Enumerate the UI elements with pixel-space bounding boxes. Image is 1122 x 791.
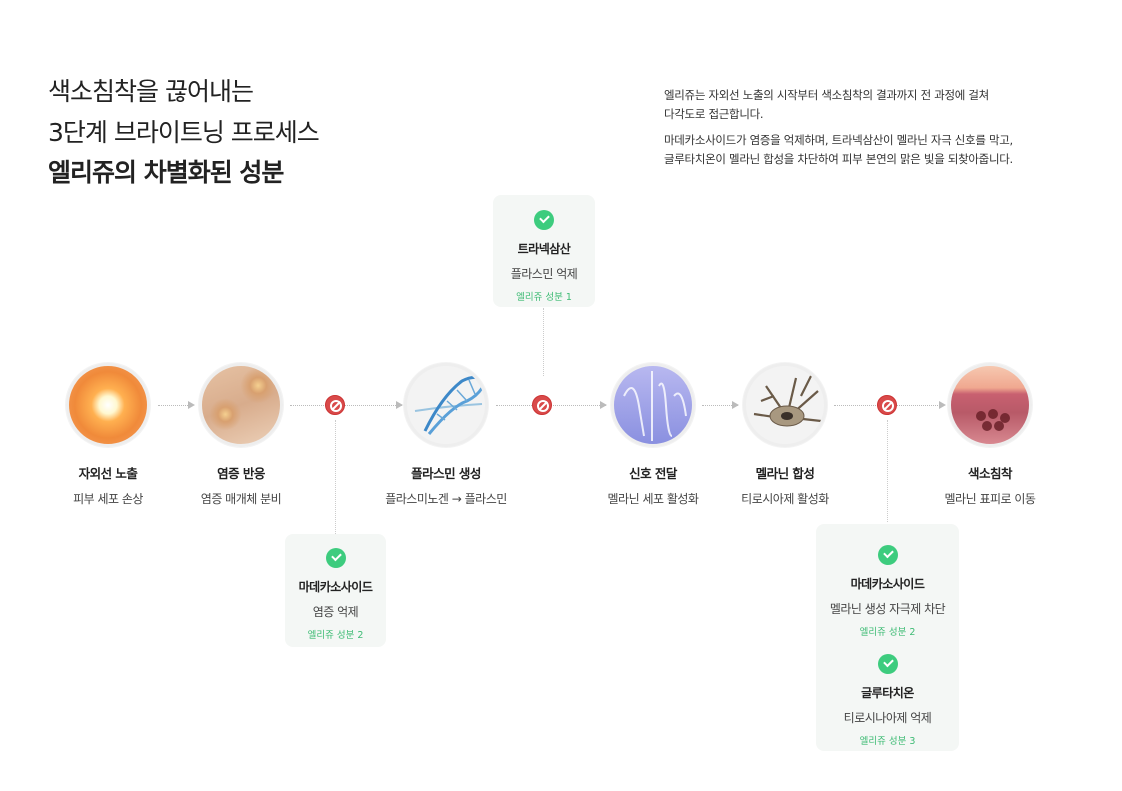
arrow-icon: [396, 401, 403, 409]
step-title: 자외선 노출: [78, 466, 138, 481]
arrow-icon: [939, 401, 946, 409]
ingredient-name: 마데카소사이드: [298, 580, 373, 594]
step-sub: 티로시아제 활성화: [741, 492, 829, 506]
desc-text: 엘리쥬는 자외선 노출의 시작부터 색소침착의 결과까지 전 과정에 걸쳐: [664, 88, 989, 102]
description-p2: 마데카소사이드가 염증을 억제하며, 트라넥삼산이 멜라닌 자극 신호를 막고,…: [664, 131, 1013, 169]
step-sub: 플라스미노겐 → 플라스민: [385, 492, 507, 506]
description-p1: 엘리쥬는 자외선 노출의 시작부터 색소침착의 결과까지 전 과정에 걸쳐 다각…: [664, 86, 989, 124]
card-connector: [887, 420, 888, 522]
ingredient-tag: 엘리쥬 성분 2: [859, 627, 916, 638]
melanocyte-icon: [743, 363, 827, 447]
step-sub: 염증 매개체 분비: [200, 492, 282, 506]
heading-line3: 엘리쥬의 차별화된 성분: [48, 158, 284, 187]
ingredient-effect: 멜라닌 생성 자극제 차단: [829, 602, 946, 616]
heading-line2: 3단계 브라이트닝 프로세스: [48, 118, 320, 147]
ingredient-tag: 엘리쥬 성분 3: [859, 736, 916, 747]
arrow-icon: [188, 401, 195, 409]
check-icon: [534, 210, 554, 230]
step-title: 신호 전달: [629, 466, 677, 481]
connector: [158, 405, 188, 406]
connector: [290, 405, 410, 406]
block-icon: [877, 395, 897, 415]
step-sub: 피부 세포 손상: [73, 492, 143, 506]
ingredient-name: 마데카소사이드: [850, 577, 925, 591]
check-icon: [325, 548, 346, 568]
card-connector: [335, 420, 336, 534]
block-icon: [532, 395, 552, 415]
arrow-icon: [600, 401, 607, 409]
inflamed-skin-icon: [199, 363, 283, 447]
connector: [702, 405, 738, 406]
desc-text: 다각도로 접근합니다.: [664, 107, 764, 121]
check-icon: [877, 545, 898, 565]
ingredient-effect: 플라스민 억제: [510, 267, 578, 281]
check-icon: [877, 654, 898, 674]
ingredient-card: 트라넥삼산 플라스민 억제 엘리쥬 성분 1: [493, 195, 595, 307]
desc-text: 글루타치온이 멜라닌 합성을 차단하여 피부 본연의 맑은 빛을 되찾아줍니다.: [664, 152, 1013, 166]
ingredient-effect: 염증 억제: [312, 605, 359, 619]
ingredient-card: 마데카소사이드 염증 억제 엘리쥬 성분 2: [285, 534, 386, 647]
dna-icon: [404, 363, 488, 447]
desc-text: 마데카소사이드가 염증을 억제하며, 트라넥삼산이 멜라닌 자극 신호를 막고,: [664, 133, 1013, 147]
ingredient-tag: 엘리쥬 성분 2: [307, 630, 364, 641]
ingredient-name: 트라넥삼산: [517, 242, 571, 256]
signal-icon: [611, 363, 695, 447]
step-sub: 멜라닌 표피로 이동: [944, 492, 1036, 506]
ingredient-name: 글루타치온: [861, 686, 914, 700]
block-icon: [325, 395, 345, 415]
step-title: 플라스민 생성: [411, 466, 481, 481]
ingredient-effect: 티로시나아제 억제: [843, 711, 932, 725]
pigment-icon: [948, 363, 1032, 447]
ingredient-tag: 엘리쥬 성분 1: [516, 292, 572, 303]
step-title: 멜라닌 합성: [755, 466, 815, 481]
arrow-icon: [732, 401, 739, 409]
step-sub: 멜라닌 세포 활성화: [607, 492, 699, 506]
step-title: 염증 반응: [217, 466, 265, 481]
step-title: 색소침착: [967, 466, 1013, 481]
heading-line1: 색소침착을 끊어내는: [48, 77, 254, 106]
sun-icon: [66, 363, 150, 447]
card-connector: [543, 308, 544, 376]
ingredient-card: 마데카소사이드 멜라닌 생성 자극제 차단 엘리쥬 성분 2 글루타치온 티로시…: [816, 524, 959, 751]
